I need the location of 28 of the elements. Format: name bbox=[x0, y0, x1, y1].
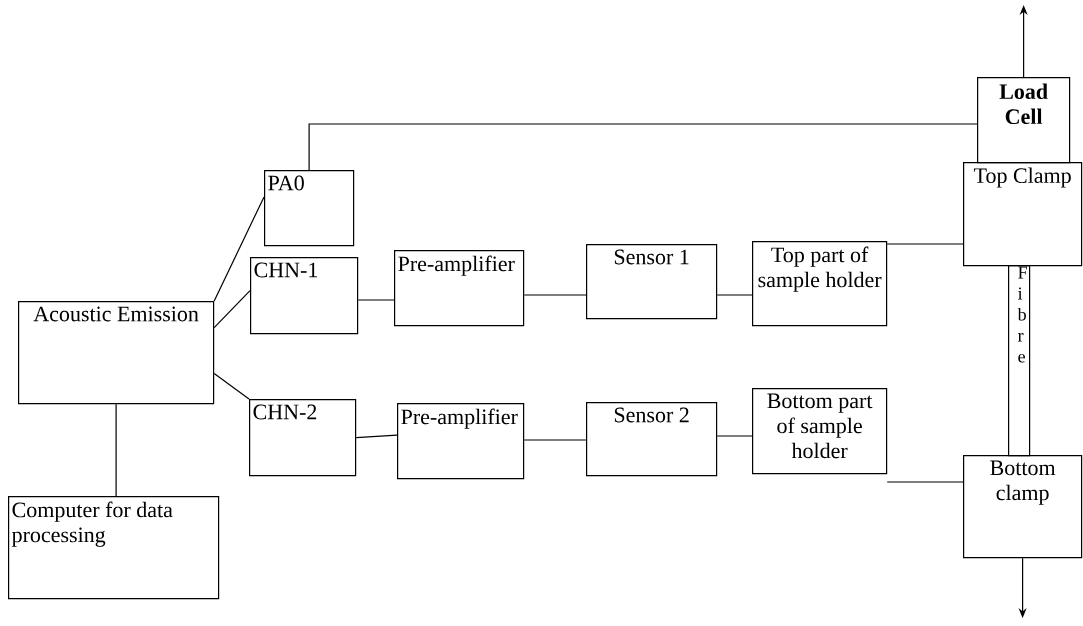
connector-line bbox=[886, 481, 964, 483]
process-box: Sensor 1 bbox=[586, 244, 718, 320]
process-box: Bottom clamp bbox=[963, 455, 1083, 559]
fibre-band: Fibre bbox=[1008, 265, 1031, 457]
process-box: PA0 bbox=[264, 170, 355, 247]
process-box: Acoustic Emission bbox=[18, 301, 215, 405]
connector-line bbox=[213, 373, 250, 400]
connector-line bbox=[213, 196, 265, 302]
load-cell-box: Load Cell bbox=[977, 77, 1071, 164]
connector-line bbox=[355, 434, 398, 439]
process-box: Pre-amplifier bbox=[394, 250, 525, 327]
process-box: CHN-2 bbox=[249, 399, 357, 477]
process-box: Sensor 2 bbox=[586, 402, 718, 477]
connector-line bbox=[886, 243, 964, 245]
process-box: Top Clamp bbox=[963, 162, 1083, 267]
connector-line bbox=[716, 435, 753, 437]
connector-line bbox=[357, 299, 395, 301]
process-box: Bottom part of sample holder bbox=[752, 388, 888, 475]
process-box: CHN-1 bbox=[250, 257, 359, 335]
connector-line bbox=[523, 439, 587, 441]
connector-line bbox=[213, 290, 251, 329]
connector-line bbox=[716, 294, 753, 296]
connector-line bbox=[523, 294, 587, 296]
connector-line bbox=[308, 123, 978, 171]
process-box: Top part of sample holder bbox=[752, 241, 888, 327]
connector-line bbox=[115, 403, 117, 497]
process-box: Pre-amplifier bbox=[397, 403, 525, 480]
process-box: Computer for data processing bbox=[8, 496, 220, 600]
